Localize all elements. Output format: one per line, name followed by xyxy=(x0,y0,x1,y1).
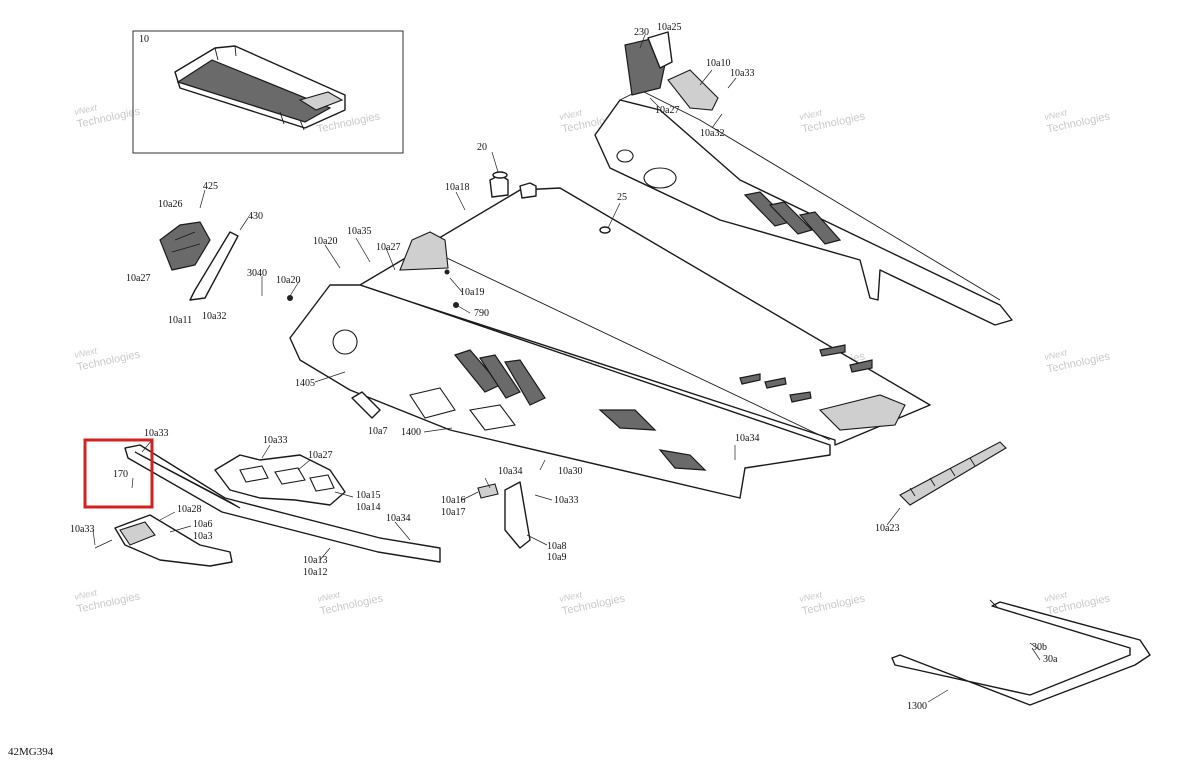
callout-10a32-left: 10a32 xyxy=(202,311,226,322)
callout-10a9: 10a9 xyxy=(547,552,566,563)
callout-10a28: 10a28 xyxy=(177,504,201,515)
callout-10a25: 10a25 xyxy=(657,22,681,33)
svg-text:vNext: vNext xyxy=(798,589,823,604)
callout-790: 790 xyxy=(474,308,489,319)
callout-1405: 1405 xyxy=(295,378,315,389)
callout-10a19: 10a19 xyxy=(460,287,484,298)
callout-170: 170 xyxy=(113,469,128,480)
callout-10a7: 10a7 xyxy=(368,426,387,437)
callout-230: 230 xyxy=(634,27,649,38)
callout-10a30: 10a30 xyxy=(558,466,582,477)
right-rail-10a23 xyxy=(899,441,1007,506)
callout-20: 20 xyxy=(477,142,487,153)
bracket-10a25 xyxy=(624,31,673,96)
callout-10a8: 10a8 xyxy=(547,541,566,552)
rail-bracket-10a27 xyxy=(214,454,346,506)
callout-10a16: 10a16 xyxy=(441,495,465,506)
callout-10a26: 10a26 xyxy=(158,199,182,210)
callout-3040: 3040 xyxy=(247,268,267,279)
callout-10a12: 10a12 xyxy=(303,567,327,578)
figure-reference: 42MG394 xyxy=(8,746,54,758)
bracket-10a7 xyxy=(351,391,381,419)
callout-1300: 1300 xyxy=(907,701,927,712)
highlight-box xyxy=(83,438,154,509)
callout-430: 430 xyxy=(248,211,263,222)
svg-text:vNext: vNext xyxy=(558,589,583,604)
callout-10a33-rail: 10a33 xyxy=(263,435,287,446)
callout-10a34-right: 10a34 xyxy=(735,433,759,444)
callout-10a27-mid: 10a27 xyxy=(376,242,400,253)
callout-10a23: 10a23 xyxy=(875,523,899,534)
callout-425: 425 xyxy=(203,181,218,192)
callout-10a20-b: 10a20 xyxy=(276,275,300,286)
callout-10a10: 10a10 xyxy=(706,58,730,69)
callout-10a18: 10a18 xyxy=(445,182,469,193)
svg-text:vNext: vNext xyxy=(73,587,98,602)
callout-10a35: 10a35 xyxy=(347,226,371,237)
upper-right-side-panel xyxy=(594,89,1013,326)
leader-lines xyxy=(92,34,1041,703)
callout-10a13: 10a13 xyxy=(303,555,327,566)
center-bracket-10a8 xyxy=(477,481,531,549)
callout-10a3: 10a3 xyxy=(193,531,212,542)
callout-10a6: 10a6 xyxy=(193,519,212,530)
callout-25: 25 xyxy=(617,192,627,203)
inset-assembly-10: 10 xyxy=(132,30,404,154)
bracket-10a11 xyxy=(189,231,239,301)
lower-side-rail-10a13 xyxy=(124,444,441,563)
fittings xyxy=(287,171,611,308)
svg-text:vNext: vNext xyxy=(558,107,583,122)
front-bracket-10a6 xyxy=(114,514,233,567)
svg-text:vNext: vNext xyxy=(73,102,98,117)
bracket-10a10 xyxy=(667,69,719,111)
callout-labels: 10a25 230 10a10 10a33 10a27 10a32 425 10… xyxy=(70,22,1058,712)
callout-10a33-top: 10a33 xyxy=(730,68,754,79)
callout-10a33-highlight: 10a33 xyxy=(144,428,168,439)
callout-1400: 1400 xyxy=(401,427,421,438)
bracket-10a26 xyxy=(159,221,211,271)
callout-10a33-mid: 10a33 xyxy=(554,495,578,506)
svg-text:vNext: vNext xyxy=(316,589,341,604)
bumper-1300 xyxy=(891,599,1151,706)
callout-10a27-left: 10a27 xyxy=(126,273,150,284)
callout-10a34-rail: 10a34 xyxy=(386,513,410,524)
callout-10a15: 10a15 xyxy=(356,490,380,501)
svg-text:vNext: vNext xyxy=(798,107,823,122)
svg-text:vNext: vNext xyxy=(1043,589,1068,604)
callout-10a20-a: 10a20 xyxy=(313,236,337,247)
callout-10a34-mid: 10a34 xyxy=(498,466,522,477)
callout-10a14: 10a14 xyxy=(356,502,380,513)
inset-label: 10 xyxy=(139,34,149,45)
callout-10a32-top: 10a32 xyxy=(700,128,724,139)
svg-text:vNext: vNext xyxy=(1043,107,1068,122)
callout-10a27-top: 10a27 xyxy=(655,105,679,116)
callout-30b: 30b xyxy=(1032,642,1047,653)
svg-text:vNext: vNext xyxy=(1043,347,1068,362)
svg-text:vNext: vNext xyxy=(73,345,98,360)
callout-10a17: 10a17 xyxy=(441,507,465,518)
callout-10a27-rail: 10a27 xyxy=(308,450,332,461)
callout-10a33-low: 10a33 xyxy=(70,524,94,535)
callout-10a11: 10a11 xyxy=(168,315,192,326)
tunnel-chassis xyxy=(289,187,931,499)
callout-30a: 30a xyxy=(1043,654,1058,665)
